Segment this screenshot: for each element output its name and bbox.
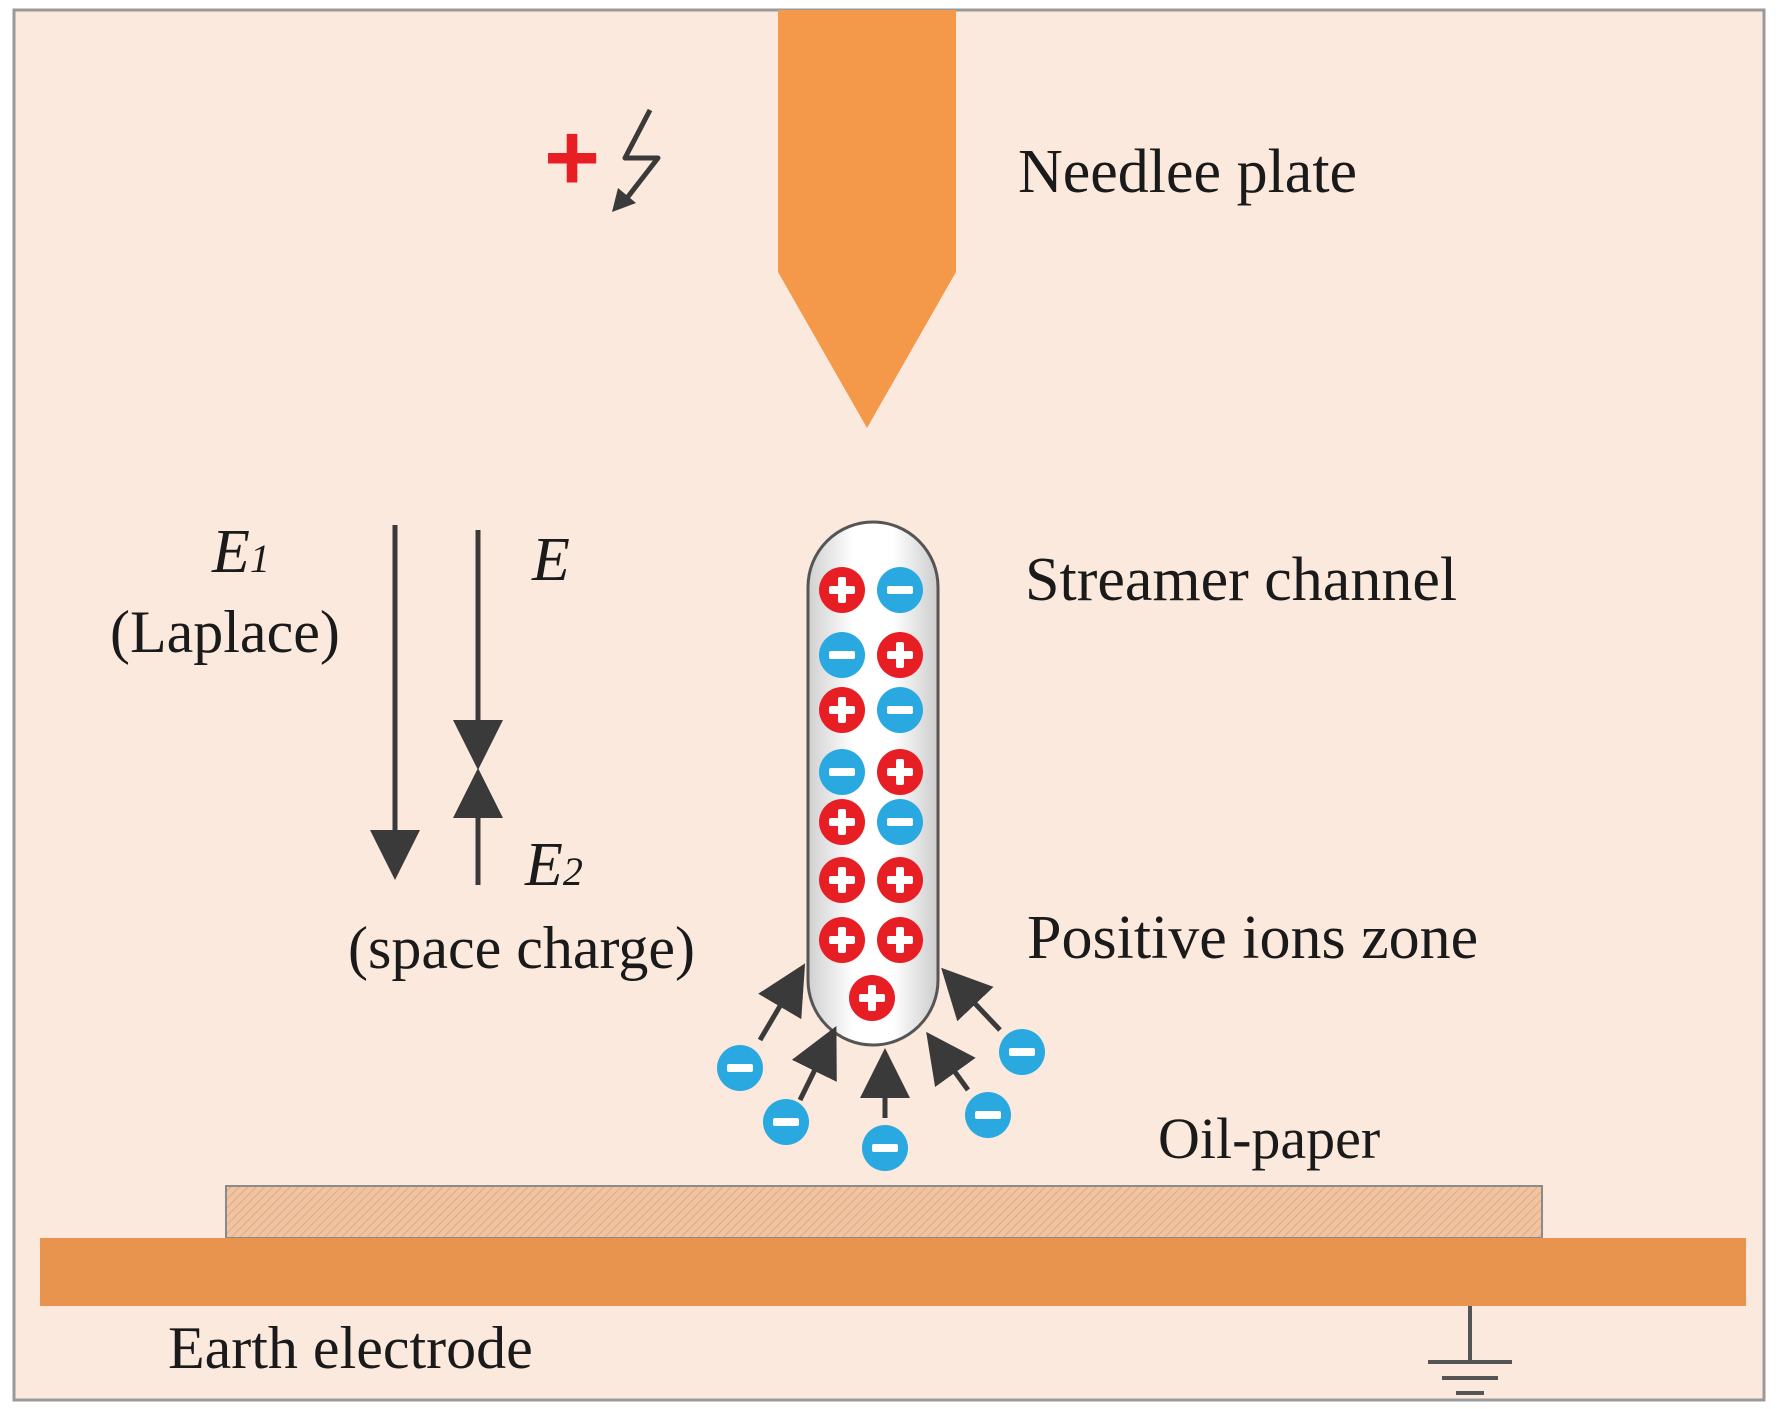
negative-ion xyxy=(877,799,923,845)
oil-paper xyxy=(225,1185,1543,1239)
negative-ion xyxy=(999,1029,1045,1075)
e-label: E xyxy=(531,526,570,594)
needle-label: Needlee plate xyxy=(1018,138,1357,206)
positive-ion xyxy=(819,567,865,613)
negative-ion xyxy=(965,1092,1011,1138)
incoming-electrons xyxy=(717,1029,1045,1171)
positive-ion xyxy=(819,799,865,845)
channel-ions xyxy=(819,567,923,1021)
lightning-bolt-icon xyxy=(612,108,661,212)
negative-ion xyxy=(819,749,865,795)
electron-arrow xyxy=(941,967,1002,1032)
needle-electrode xyxy=(778,10,956,428)
e2-description: (space charge) xyxy=(348,915,695,981)
negative-ion xyxy=(763,1099,809,1145)
positive-ion xyxy=(877,917,923,963)
electron-arrows xyxy=(757,963,1002,1118)
negative-ion xyxy=(717,1045,763,1091)
negative-ion xyxy=(877,687,923,733)
positive-ion xyxy=(849,975,895,1021)
positive-zone-label: Positive ions zone xyxy=(1027,904,1478,972)
electron-arrow xyxy=(926,1031,976,1092)
negative-ion xyxy=(862,1125,908,1171)
positive-ion xyxy=(877,857,923,903)
e2-label: E2 xyxy=(524,831,583,899)
ground-symbol-icon xyxy=(1428,1306,1512,1395)
positive-ion xyxy=(819,917,865,963)
positive-ion xyxy=(877,749,923,795)
positive-ion xyxy=(877,632,923,678)
e1-description: (Laplace) xyxy=(110,599,340,665)
negative-ion xyxy=(819,632,865,678)
positive-ion xyxy=(819,687,865,733)
positive-ion xyxy=(819,857,865,903)
earth-electrode xyxy=(40,1238,1746,1306)
streamer-label: Streamer channel xyxy=(1025,546,1457,614)
negative-ion xyxy=(877,567,923,613)
earth-label: Earth electrode xyxy=(168,1315,533,1381)
e1-label: E1 xyxy=(211,518,270,586)
electron-arrow xyxy=(757,963,806,1042)
source-plus-sign: + xyxy=(544,104,600,211)
oil-paper-label: Oil-paper xyxy=(1158,1106,1380,1171)
electron-arrow xyxy=(791,1026,837,1102)
